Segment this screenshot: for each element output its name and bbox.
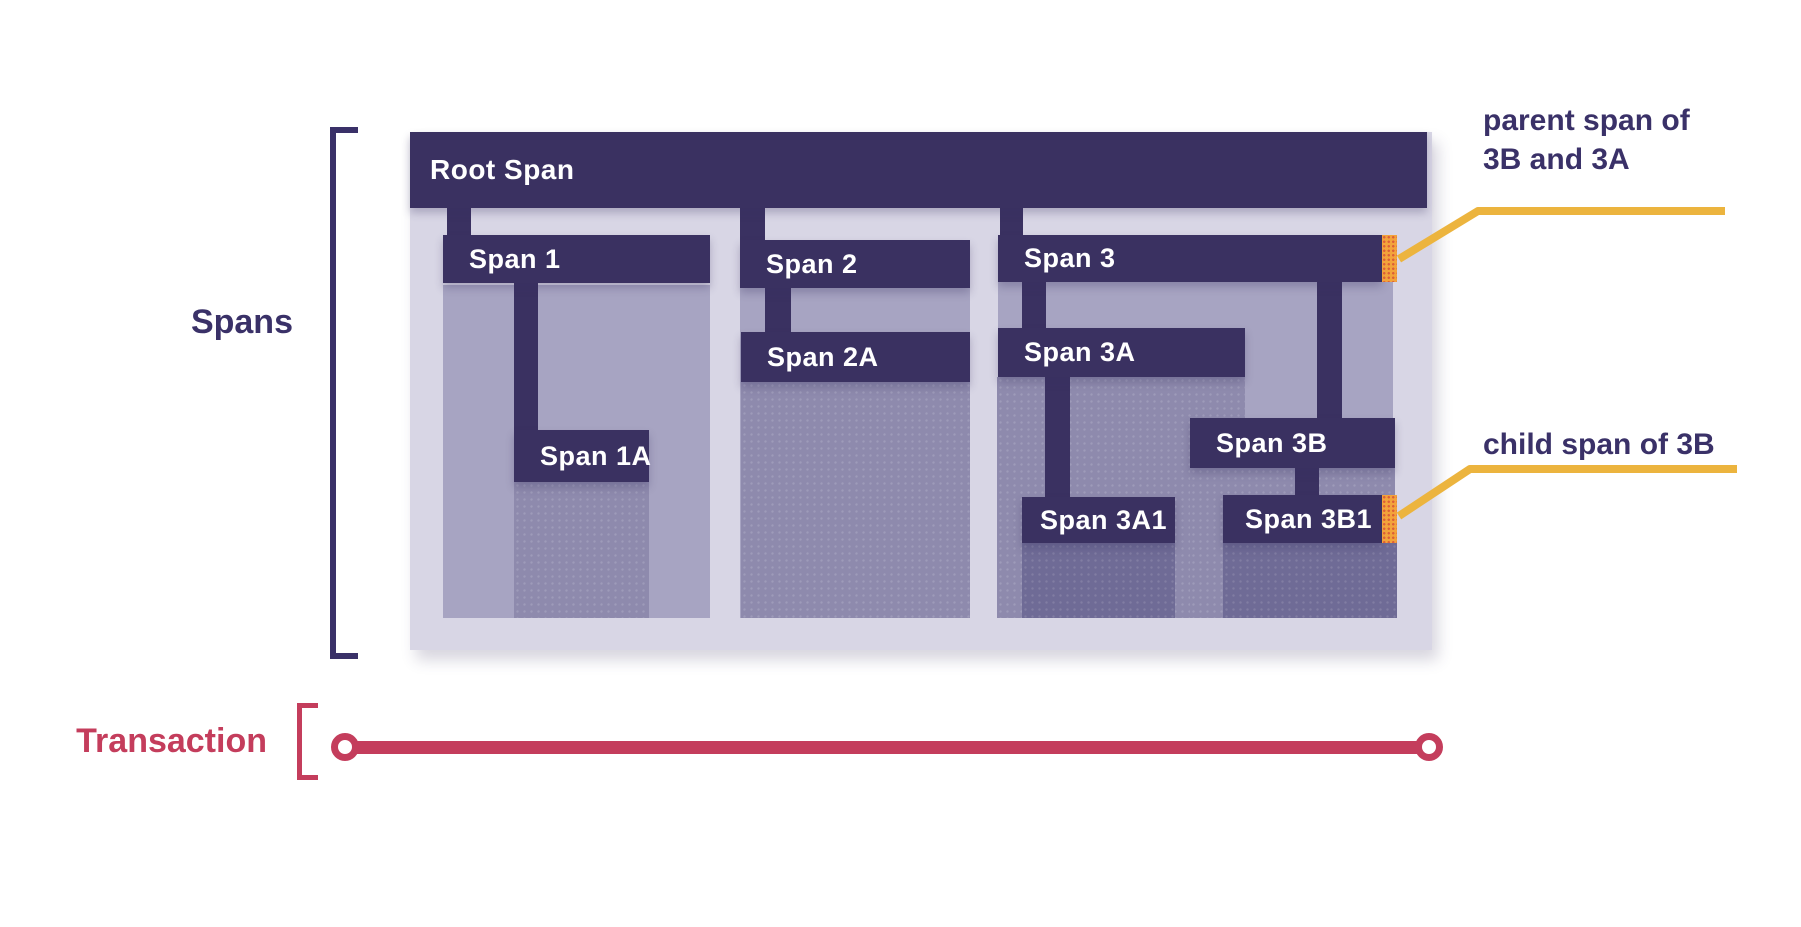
spans-bracket-line	[330, 127, 336, 659]
span3a-bar: Span 3A	[998, 328, 1245, 377]
transaction-bracket-bottom-tick	[297, 775, 318, 780]
child-span-marker	[1382, 495, 1397, 543]
trace-container: Root Span Span 1 Span 2 Span 3 Span 1A S…	[410, 132, 1432, 650]
connector-span3a-span3a1	[1045, 377, 1070, 501]
connector-root-span2	[740, 208, 765, 244]
parent-annotation-line	[1396, 207, 1725, 263]
span3b-bar: Span 3B	[1190, 418, 1395, 468]
transaction-bracket-top-tick	[297, 703, 318, 708]
span3b1-duration-fill	[1223, 543, 1397, 618]
transaction-section-label: Transaction	[76, 722, 267, 760]
connector-span3-span3a	[1022, 282, 1046, 332]
transaction-timeline	[352, 741, 1422, 754]
span1-bar: Span 1	[443, 235, 710, 283]
transaction-start-point	[331, 733, 359, 761]
span2a-label: Span 2A	[767, 341, 879, 372]
span1a-label: Span 1A	[540, 440, 652, 471]
spans-bracket-top-tick	[330, 127, 358, 133]
span3a1-duration-fill	[1022, 543, 1175, 618]
spans-section-label: Spans	[190, 303, 293, 341]
span1a-bar: Span 1A	[514, 430, 652, 482]
transaction-bracket-line	[297, 703, 302, 780]
parent-span-marker	[1382, 235, 1397, 282]
connector-root-span3	[1000, 208, 1023, 240]
child-span-annotation: child span of 3B	[1483, 428, 1715, 461]
transaction-bracket	[297, 703, 318, 780]
span3-label: Span 3	[1024, 243, 1116, 273]
connector-span3b-span3b1	[1295, 468, 1319, 499]
root-span-label: Root Span	[430, 154, 575, 185]
span2-bar: Span 2	[740, 240, 970, 288]
span2a-bar: Span 2A	[741, 332, 970, 382]
span2a-duration-fill	[741, 382, 970, 618]
connector-span3-span3b	[1317, 282, 1342, 422]
span1a-duration-fill	[514, 482, 649, 618]
transaction-end-point	[1415, 733, 1443, 761]
parent-span-annotation: parent span of 3B and 3A	[1483, 104, 1690, 176]
span3b1-bar: Span 3B1	[1223, 495, 1382, 543]
connector-span1-span1a	[514, 283, 538, 433]
span1-label: Span 1	[469, 243, 561, 274]
span3a1-label: Span 3A1	[1040, 504, 1168, 535]
span3b1-label: Span 3B1	[1245, 503, 1373, 534]
span3-bar: Span 3	[998, 235, 1382, 282]
child-annotation-line	[1396, 465, 1737, 520]
span2-label: Span 2	[766, 248, 858, 279]
span3a-label: Span 3A	[1024, 337, 1136, 367]
span3b-label: Span 3B	[1216, 427, 1328, 458]
root-span-bar: Root Span	[410, 132, 1427, 208]
spans-bracket-bottom-tick	[330, 653, 358, 659]
connector-root-span1	[447, 208, 471, 240]
spans-bracket	[330, 127, 358, 659]
connector-span2-span2a	[765, 288, 791, 336]
span3a1-bar: Span 3A1	[1022, 497, 1175, 543]
